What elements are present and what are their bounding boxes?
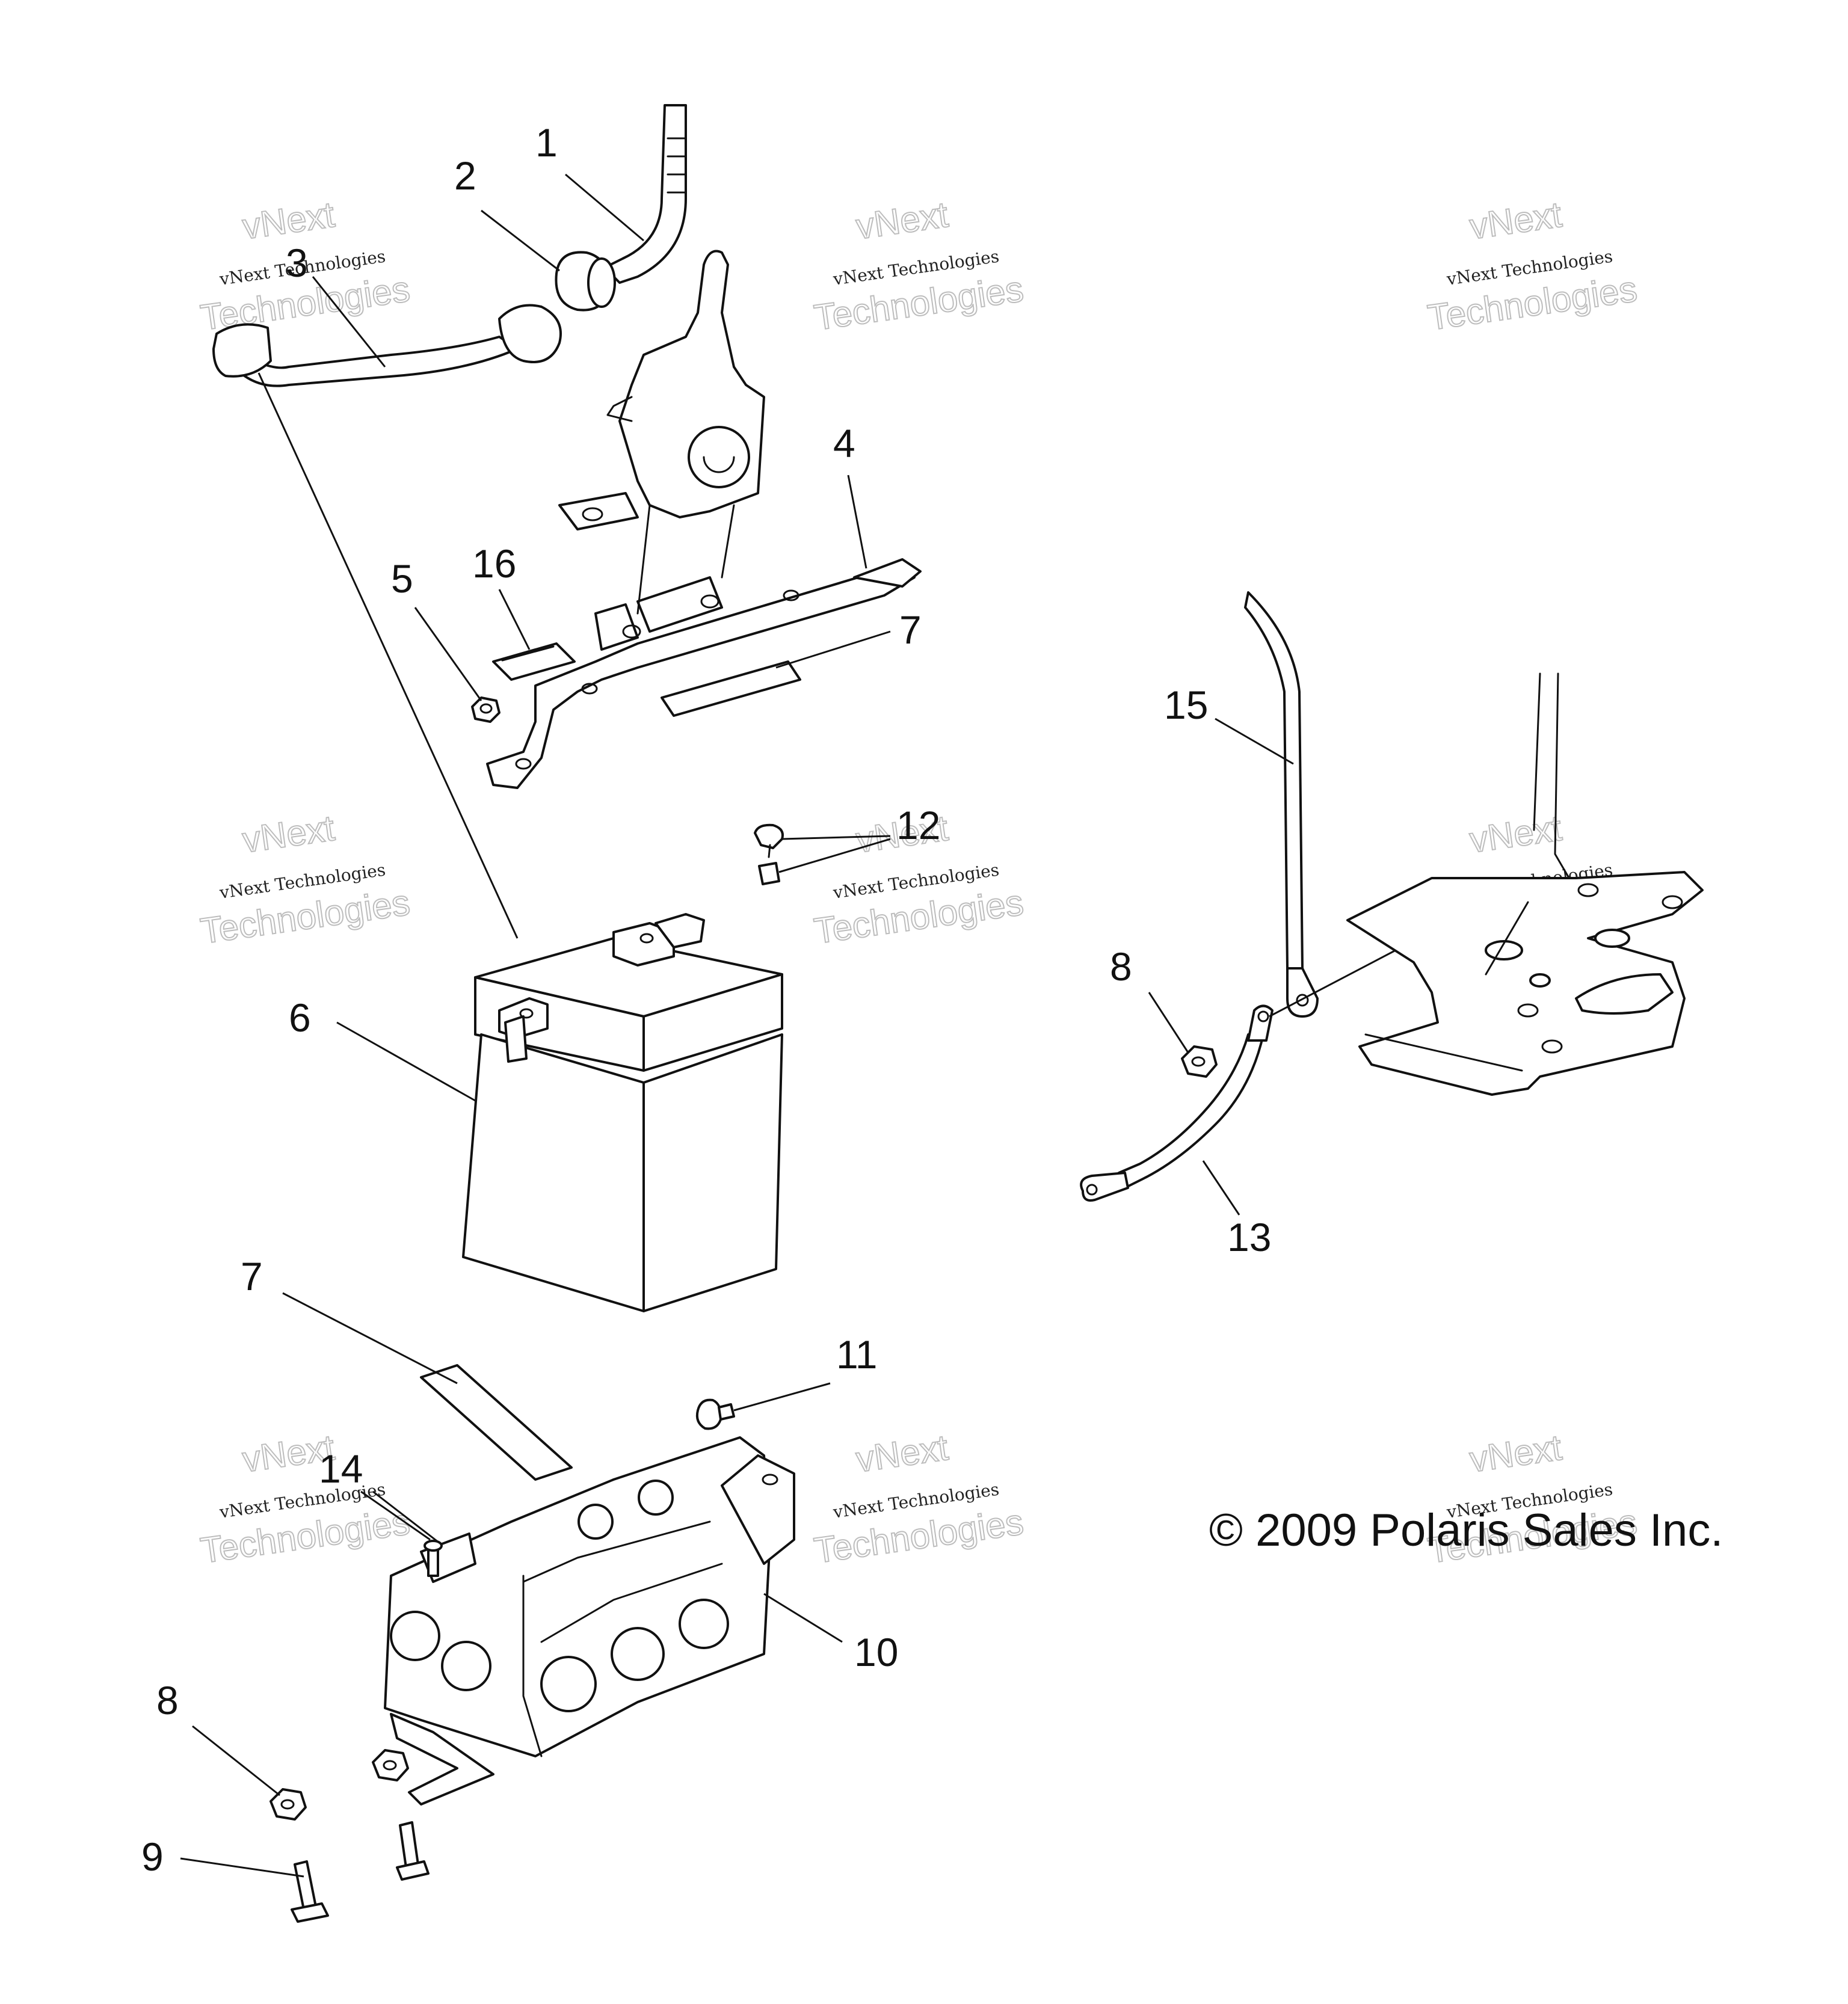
callout-8-left: 8 (156, 1678, 179, 1723)
callout-11: 11 (836, 1332, 878, 1377)
callout-4: 4 (833, 421, 855, 466)
part-8-nut-left (270, 1788, 307, 1821)
callout-8-right: 8 (1110, 944, 1132, 989)
svg-text:vNext: vNext (1467, 808, 1565, 861)
watermark: vNext vNext Technologies Technologies (811, 194, 1026, 339)
part-1-cable (603, 104, 687, 284)
watermark: vNext vNext Technologies Technologies (1424, 194, 1640, 339)
callout-9: 9 (141, 1834, 164, 1879)
part-4-bracket (486, 504, 922, 789)
leader-lines (180, 173, 1396, 1878)
svg-text:vNext: vNext (1467, 1427, 1565, 1480)
svg-text:vNext: vNext (1467, 194, 1565, 247)
part-3-cable (212, 304, 562, 387)
nut-under-box (372, 1749, 409, 1781)
callout-13: 13 (1227, 1215, 1271, 1259)
svg-text:vNext: vNext (240, 808, 337, 861)
callout-7-upper: 7 (899, 607, 922, 652)
part-12-fastener (754, 823, 784, 885)
callout-5: 5 (391, 556, 413, 601)
bolt-right (396, 1821, 430, 1881)
callout-7-lower: 7 (241, 1254, 263, 1299)
callout-6: 6 (289, 995, 311, 1040)
watermark: vNext vNext Technologies Technologies (197, 1427, 413, 1572)
watermark: vNext vNext Technologies Technologies (811, 1427, 1026, 1572)
svg-text:vNext: vNext (854, 1427, 951, 1480)
frame-bracket (1346, 672, 1704, 1096)
part-10-battery-box (384, 1436, 795, 1806)
part-2-boot (555, 251, 616, 312)
copyright-notice: © 2009 Polaris Sales Inc. (1209, 1505, 1723, 1556)
callout-14: 14 (319, 1446, 363, 1491)
part-15-cable (1244, 591, 1319, 1018)
callout-3: 3 (286, 241, 308, 285)
watermark: vNext vNext Technologies Technologies (197, 807, 413, 952)
watermarks: vNext vNext Technologies Technologies vN… (197, 194, 1640, 1572)
part-16-pad (492, 642, 576, 681)
callout-16: 16 (472, 541, 516, 586)
callout-12: 12 (896, 803, 940, 847)
callout-2: 2 (454, 153, 476, 198)
part-13-cable (1080, 1004, 1274, 1202)
svg-text:vNext: vNext (854, 194, 951, 247)
part-7-pad-upper (661, 660, 801, 717)
solenoid (558, 250, 765, 530)
part-8-nut-right (1181, 1045, 1218, 1078)
part-7-pad-lower (420, 1364, 573, 1481)
part-6-battery (462, 913, 783, 1312)
part-11-screw (695, 1398, 735, 1430)
part-5-nut (471, 696, 500, 723)
svg-text:vNext: vNext (240, 194, 337, 247)
callout-1: 1 (535, 120, 558, 165)
part-14-stud (424, 1540, 443, 1577)
callout-15: 15 (1164, 683, 1208, 727)
callouts: 1 2 3 4 5 16 7 12 6 7 11 14 10 8 9 15 8 … (141, 120, 1271, 1879)
callout-10: 10 (854, 1630, 898, 1674)
part-9-bolt-left (291, 1860, 329, 1923)
